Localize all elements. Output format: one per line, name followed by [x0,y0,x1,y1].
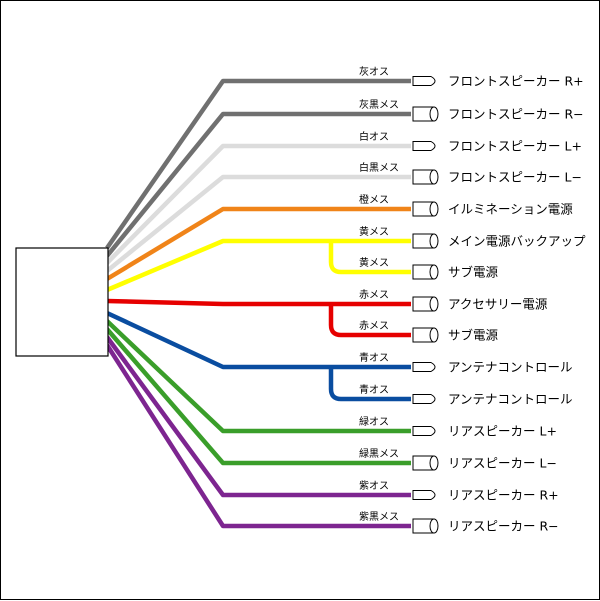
wire-function-label: サブ電源 [448,328,499,343]
wire-function-label: アンテナコントロール [448,360,573,375]
male-connector-icon [412,362,436,372]
female-connector-cap-icon [429,233,439,249]
wire-white-male [105,143,411,265]
wire-orange-female [105,206,411,281]
male-connector-icon [412,141,436,151]
wire-color-label: 紫オス [359,480,389,492]
wire-color-label: 赤メス [359,289,389,301]
wire-color-label: 緑オス [359,415,389,428]
wire-color-label: 橙メス [359,193,389,206]
wire-green-male [105,319,411,434]
wire-yellow-female-2 [328,241,411,275]
female-connector-cap-icon [429,201,439,217]
wire-function-label: サブ電源 [448,265,499,280]
female-connector-cap-icon [429,455,439,471]
wire-function-label: フロントスピーカー R+ [448,74,584,89]
wire-red-female-2 [328,304,411,338]
male-connector-icon [412,490,436,500]
wire-blue-male-2 [328,367,411,402]
wire-purple-male [105,335,411,498]
wire-white-black-female [105,174,411,273]
female-connector-cap-icon [429,169,439,185]
wire-color-label: 灰黒メス [359,98,399,111]
wire-function-label: リアスピーカー L− [448,456,557,471]
wire-function-label: アンテナコントロール [448,392,573,407]
male-connector-icon [412,394,436,404]
wire-function-label: フロントスピーカー R− [448,107,584,122]
wire-function-label: イルミネーション電源 [448,202,573,217]
wire-color-label: 青オス [359,351,389,364]
wire-gray-male [105,78,411,250]
wire-function-label: リアスピーカー R− [448,519,559,534]
wire-green-black-female [105,327,411,466]
wire-red-female-1 [106,298,411,307]
wire-color-label: 黄メス [359,256,389,269]
female-connector-cap-icon [429,518,439,534]
wire-function-label: フロントスピーカー L− [448,170,582,185]
wire-color-label: 緑黒メス [359,447,399,460]
wire-color-label: 灰オス [359,65,389,78]
wire-color-label: 黄メス [359,225,389,238]
wire-yellow-female-1 [106,238,411,293]
wire-function-label: リアスピーカー R+ [448,488,559,503]
wire-color-label: 青オス [359,383,389,396]
wire-function-label: メイン電源バックアップ [448,234,586,249]
wire-blue-male-1 [106,310,411,370]
harness-connector-box [15,247,109,357]
wire-function-label: リアスピーカー L+ [448,424,557,439]
wire-function-label: アクセサリー電源 [448,297,548,312]
wire-color-label: 白オス [359,130,389,143]
male-connector-icon [412,426,436,436]
wire-gray-black-female [105,111,411,258]
wire-function-label: フロントスピーカー L+ [448,139,582,154]
female-connector-cap-icon [429,327,439,343]
wire-purple-black-female [105,343,411,529]
wires-layer [105,78,411,529]
female-connector-cap-icon [429,264,439,280]
wire-color-label: 白黒メス [359,161,399,174]
female-connector-cap-icon [429,106,439,122]
female-connector-cap-icon [429,296,439,312]
male-connector-icon [412,76,436,86]
wire-color-label: 紫黒メス [359,511,399,523]
wire-color-label: 赤メス [359,320,389,332]
